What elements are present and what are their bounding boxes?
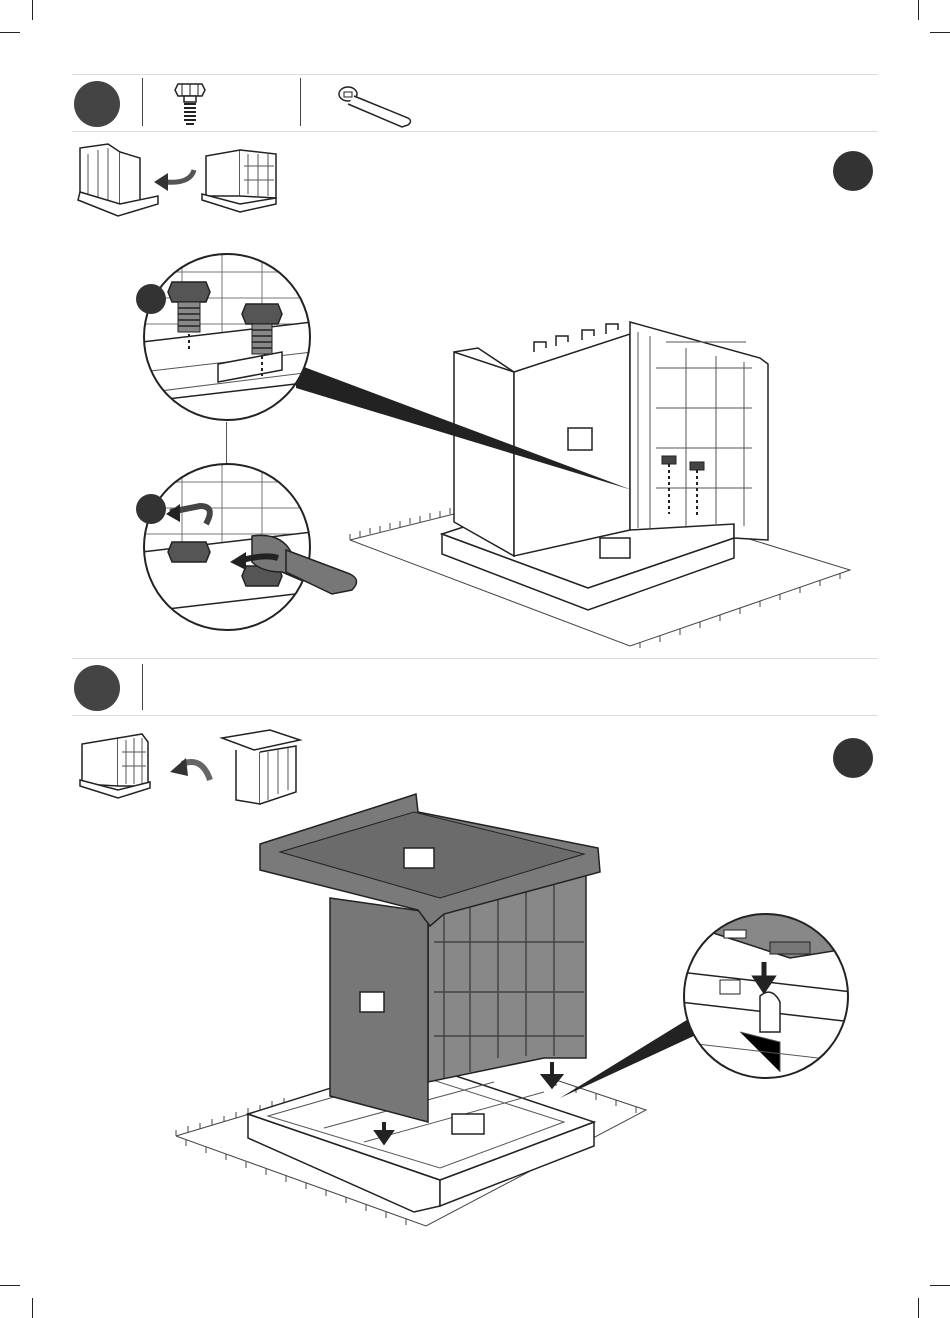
detail-a-circle bbox=[142, 252, 312, 422]
part-label-box bbox=[404, 848, 434, 868]
header-rule-top bbox=[72, 658, 878, 659]
step-2-view-marker bbox=[833, 738, 873, 778]
crop-mark bbox=[32, 1298, 33, 1318]
header-rule-top bbox=[72, 74, 878, 75]
header-rule-bottom bbox=[72, 715, 878, 716]
crop-mark bbox=[918, 0, 919, 20]
crop-mark bbox=[918, 1298, 919, 1318]
crop-mark bbox=[0, 32, 20, 33]
detail-leader bbox=[560, 1018, 700, 1098]
header-separator bbox=[142, 664, 143, 710]
header-rule-bottom bbox=[72, 131, 878, 132]
part-label-box bbox=[360, 992, 384, 1012]
latch-detail-circle bbox=[680, 912, 852, 1080]
wrench-tool-icon bbox=[338, 84, 416, 128]
cabinet-assembly-step2 bbox=[244, 792, 606, 1214]
detail-a-marker bbox=[136, 284, 166, 314]
rotate-arrow-icon bbox=[150, 164, 198, 192]
detail-b-marker bbox=[136, 494, 166, 524]
header-separator bbox=[300, 78, 301, 126]
crop-mark bbox=[930, 32, 950, 33]
header-separator bbox=[142, 78, 143, 126]
part-label-box bbox=[452, 1114, 484, 1134]
crop-mark bbox=[0, 1285, 20, 1286]
detail-leader bbox=[296, 360, 656, 500]
wrench-handle bbox=[286, 546, 366, 598]
rotate-arrow-icon bbox=[168, 752, 214, 784]
detail-connector bbox=[226, 422, 227, 464]
part-label-box bbox=[600, 538, 630, 558]
crop-mark bbox=[32, 0, 33, 20]
screw-part-icon bbox=[170, 80, 210, 128]
step-1-view-marker bbox=[833, 151, 873, 191]
crop-mark bbox=[930, 1285, 950, 1286]
orientation-thumbnail-after bbox=[200, 146, 282, 218]
step-2-marker bbox=[74, 665, 120, 711]
orientation-thumbnail-before bbox=[78, 730, 154, 800]
step-1-marker bbox=[74, 81, 120, 127]
